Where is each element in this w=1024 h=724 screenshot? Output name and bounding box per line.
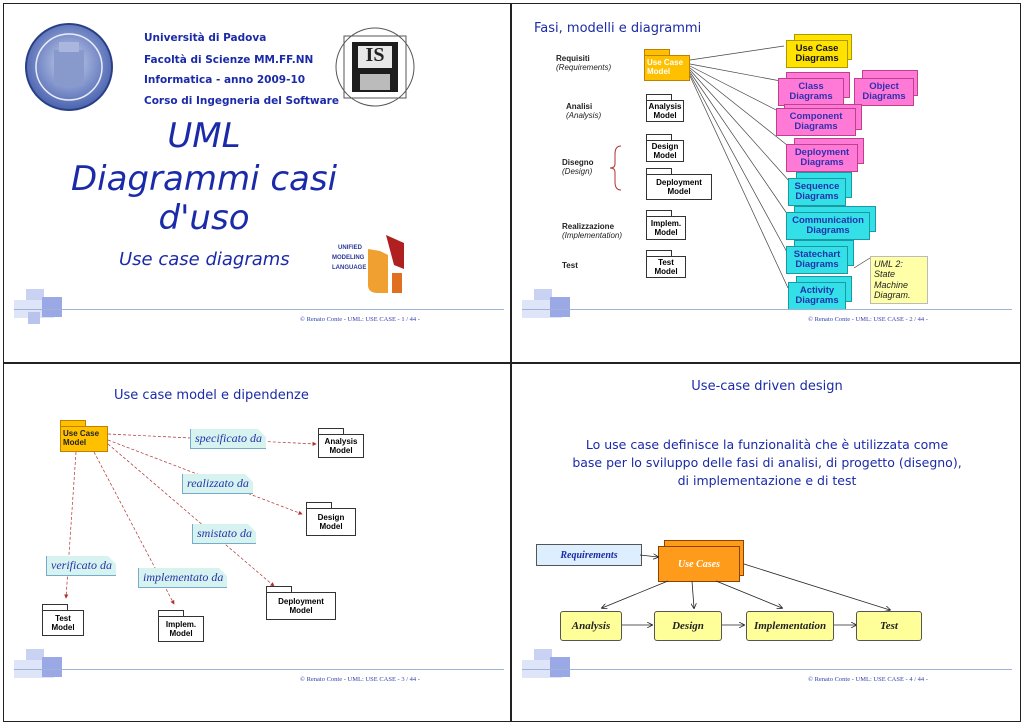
- diagram-class: Class Diagrams: [778, 72, 850, 106]
- pkg-design-model: Design Model: [306, 502, 356, 536]
- note-realizzato: realizzato da: [182, 473, 254, 494]
- pkg-analysis-model: Analysis Model: [318, 428, 364, 458]
- slide4-arrows: [512, 364, 1021, 694]
- info-faculty: Facoltà di Scienze MM.FF.NN: [144, 54, 314, 66]
- uml2-note: UML 2: State Machine Diagram.: [870, 256, 928, 304]
- slide1-subtitle: Use case diagrams: [119, 249, 290, 270]
- deco-square: [28, 312, 40, 324]
- footer-line: [522, 669, 1012, 670]
- phase-test: Test: [562, 261, 578, 270]
- brace-icon: [609, 145, 622, 191]
- footer-line: [14, 669, 504, 670]
- uml-logo-line1: UNIFIED: [338, 245, 362, 251]
- note-smistato: smistato da: [192, 523, 258, 544]
- pkg-deployment-model: Deployment Model: [646, 168, 712, 200]
- deco-square: [550, 657, 570, 677]
- phase-design: Design: [654, 611, 722, 641]
- info-year: Informatica - anno 2009-10: [144, 74, 306, 86]
- pkg-design-model: Design Model: [646, 134, 684, 162]
- phase-requisiti: Requisiti (Requirements): [556, 54, 612, 72]
- is-logo-text: IS: [365, 44, 385, 66]
- slide-3: Use case model e dipendenze Use Case Mod…: [3, 363, 511, 722]
- footer-line: [522, 309, 1012, 310]
- slide3-footer: © Renato Conte - UML: USE CASE - 3 / 44 …: [300, 676, 420, 683]
- slide4-title: Use-case driven design: [691, 379, 843, 394]
- slide3-arrows: [64, 433, 317, 605]
- pkg-analysis-model: Analysis Model: [646, 94, 684, 122]
- slide1-title-line1: UML: [167, 116, 241, 156]
- diagram-object: Object Diagrams: [854, 70, 918, 106]
- pkg-implem-model: Implem. Model: [646, 210, 686, 240]
- deco-square: [550, 297, 570, 317]
- phase-disegno: Disegno (Design): [562, 158, 594, 176]
- diagram-sequence: Sequence Diagrams: [788, 172, 852, 206]
- slide1-footer: © Renato Conte - UML: USE CASE - 1 / 44 …: [300, 316, 420, 323]
- slide2-title: Fasi, modelli e diagrammi: [534, 21, 702, 36]
- deco-square: [42, 297, 62, 317]
- pkg-deployment-model: Deployment Model: [266, 586, 336, 620]
- phase-analisi: Analisi (Analysis): [566, 102, 602, 120]
- note-specificato: specificato da: [190, 428, 267, 449]
- diagram-use-case: Use Case Diagrams: [786, 34, 852, 68]
- pkg-use-case-model: Use Case Model: [644, 49, 690, 81]
- diagram-statechart: Statechart Diagrams: [786, 240, 854, 274]
- pkg-implem-model: Implem. Model: [158, 610, 204, 642]
- slide2-connectors: [689, 45, 793, 289]
- slide-1: Università di Padova Facoltà di Scienze …: [3, 3, 511, 363]
- phase-analysis: Analysis: [560, 611, 622, 641]
- slide2-footer: © Renato Conte - UML: USE CASE - 2 / 44 …: [808, 316, 928, 323]
- pkg-test-model: Test Model: [42, 604, 84, 636]
- slide-2: Fasi, modelli e diagrammi Requisiti (Req…: [511, 3, 1021, 363]
- diagram-deployment: Deployment Diagrams: [786, 138, 864, 172]
- note-verificato: verificato da: [46, 555, 117, 576]
- uml-logo-line2: MODELING: [332, 255, 365, 261]
- note-implementato: implementato da: [138, 567, 229, 588]
- university-seal-icon: [25, 23, 113, 111]
- phase-realizzazione: Realizzazione (Implementation): [562, 222, 623, 240]
- diagram-communication: Communication Diagrams: [786, 206, 878, 240]
- slide1-title-line2: Diagrammi casi: [70, 159, 338, 199]
- uml-logo-line3: LANGUAGE: [332, 265, 367, 271]
- diagram-component: Component Diagrams: [776, 104, 862, 136]
- uml-logo: UNIFIED MODELING LANGUAGE: [332, 229, 412, 299]
- note-connector: [854, 257, 871, 269]
- requirements-box: Requirements: [536, 544, 642, 566]
- footer-line: [14, 309, 504, 310]
- slide3-title: Use case model e dipendenze: [114, 388, 309, 403]
- slide4-body: Lo use case definisce la funzionalità ch…: [572, 437, 962, 489]
- pkg-test-model: Test Model: [646, 250, 686, 278]
- phase-test: Test: [856, 611, 922, 641]
- pkg-use-case-model: Use Case Model: [60, 420, 108, 452]
- use-cases-box: Use Cases: [658, 540, 744, 582]
- deco-square: [42, 657, 62, 677]
- info-university: Università di Padova: [144, 32, 267, 44]
- phase-implementation: Implementation: [746, 611, 834, 641]
- diagram-activity: Activity Diagrams: [788, 276, 852, 310]
- info-course: Corso di Ingegneria del Software: [144, 95, 339, 107]
- slide-4: Use-case driven design Lo use case defin…: [511, 363, 1021, 722]
- is-logo: IS: [334, 24, 416, 110]
- slide4-footer: © Renato Conte - UML: USE CASE - 4 / 44 …: [808, 676, 928, 683]
- slide1-title-line3: d'uso: [158, 198, 250, 238]
